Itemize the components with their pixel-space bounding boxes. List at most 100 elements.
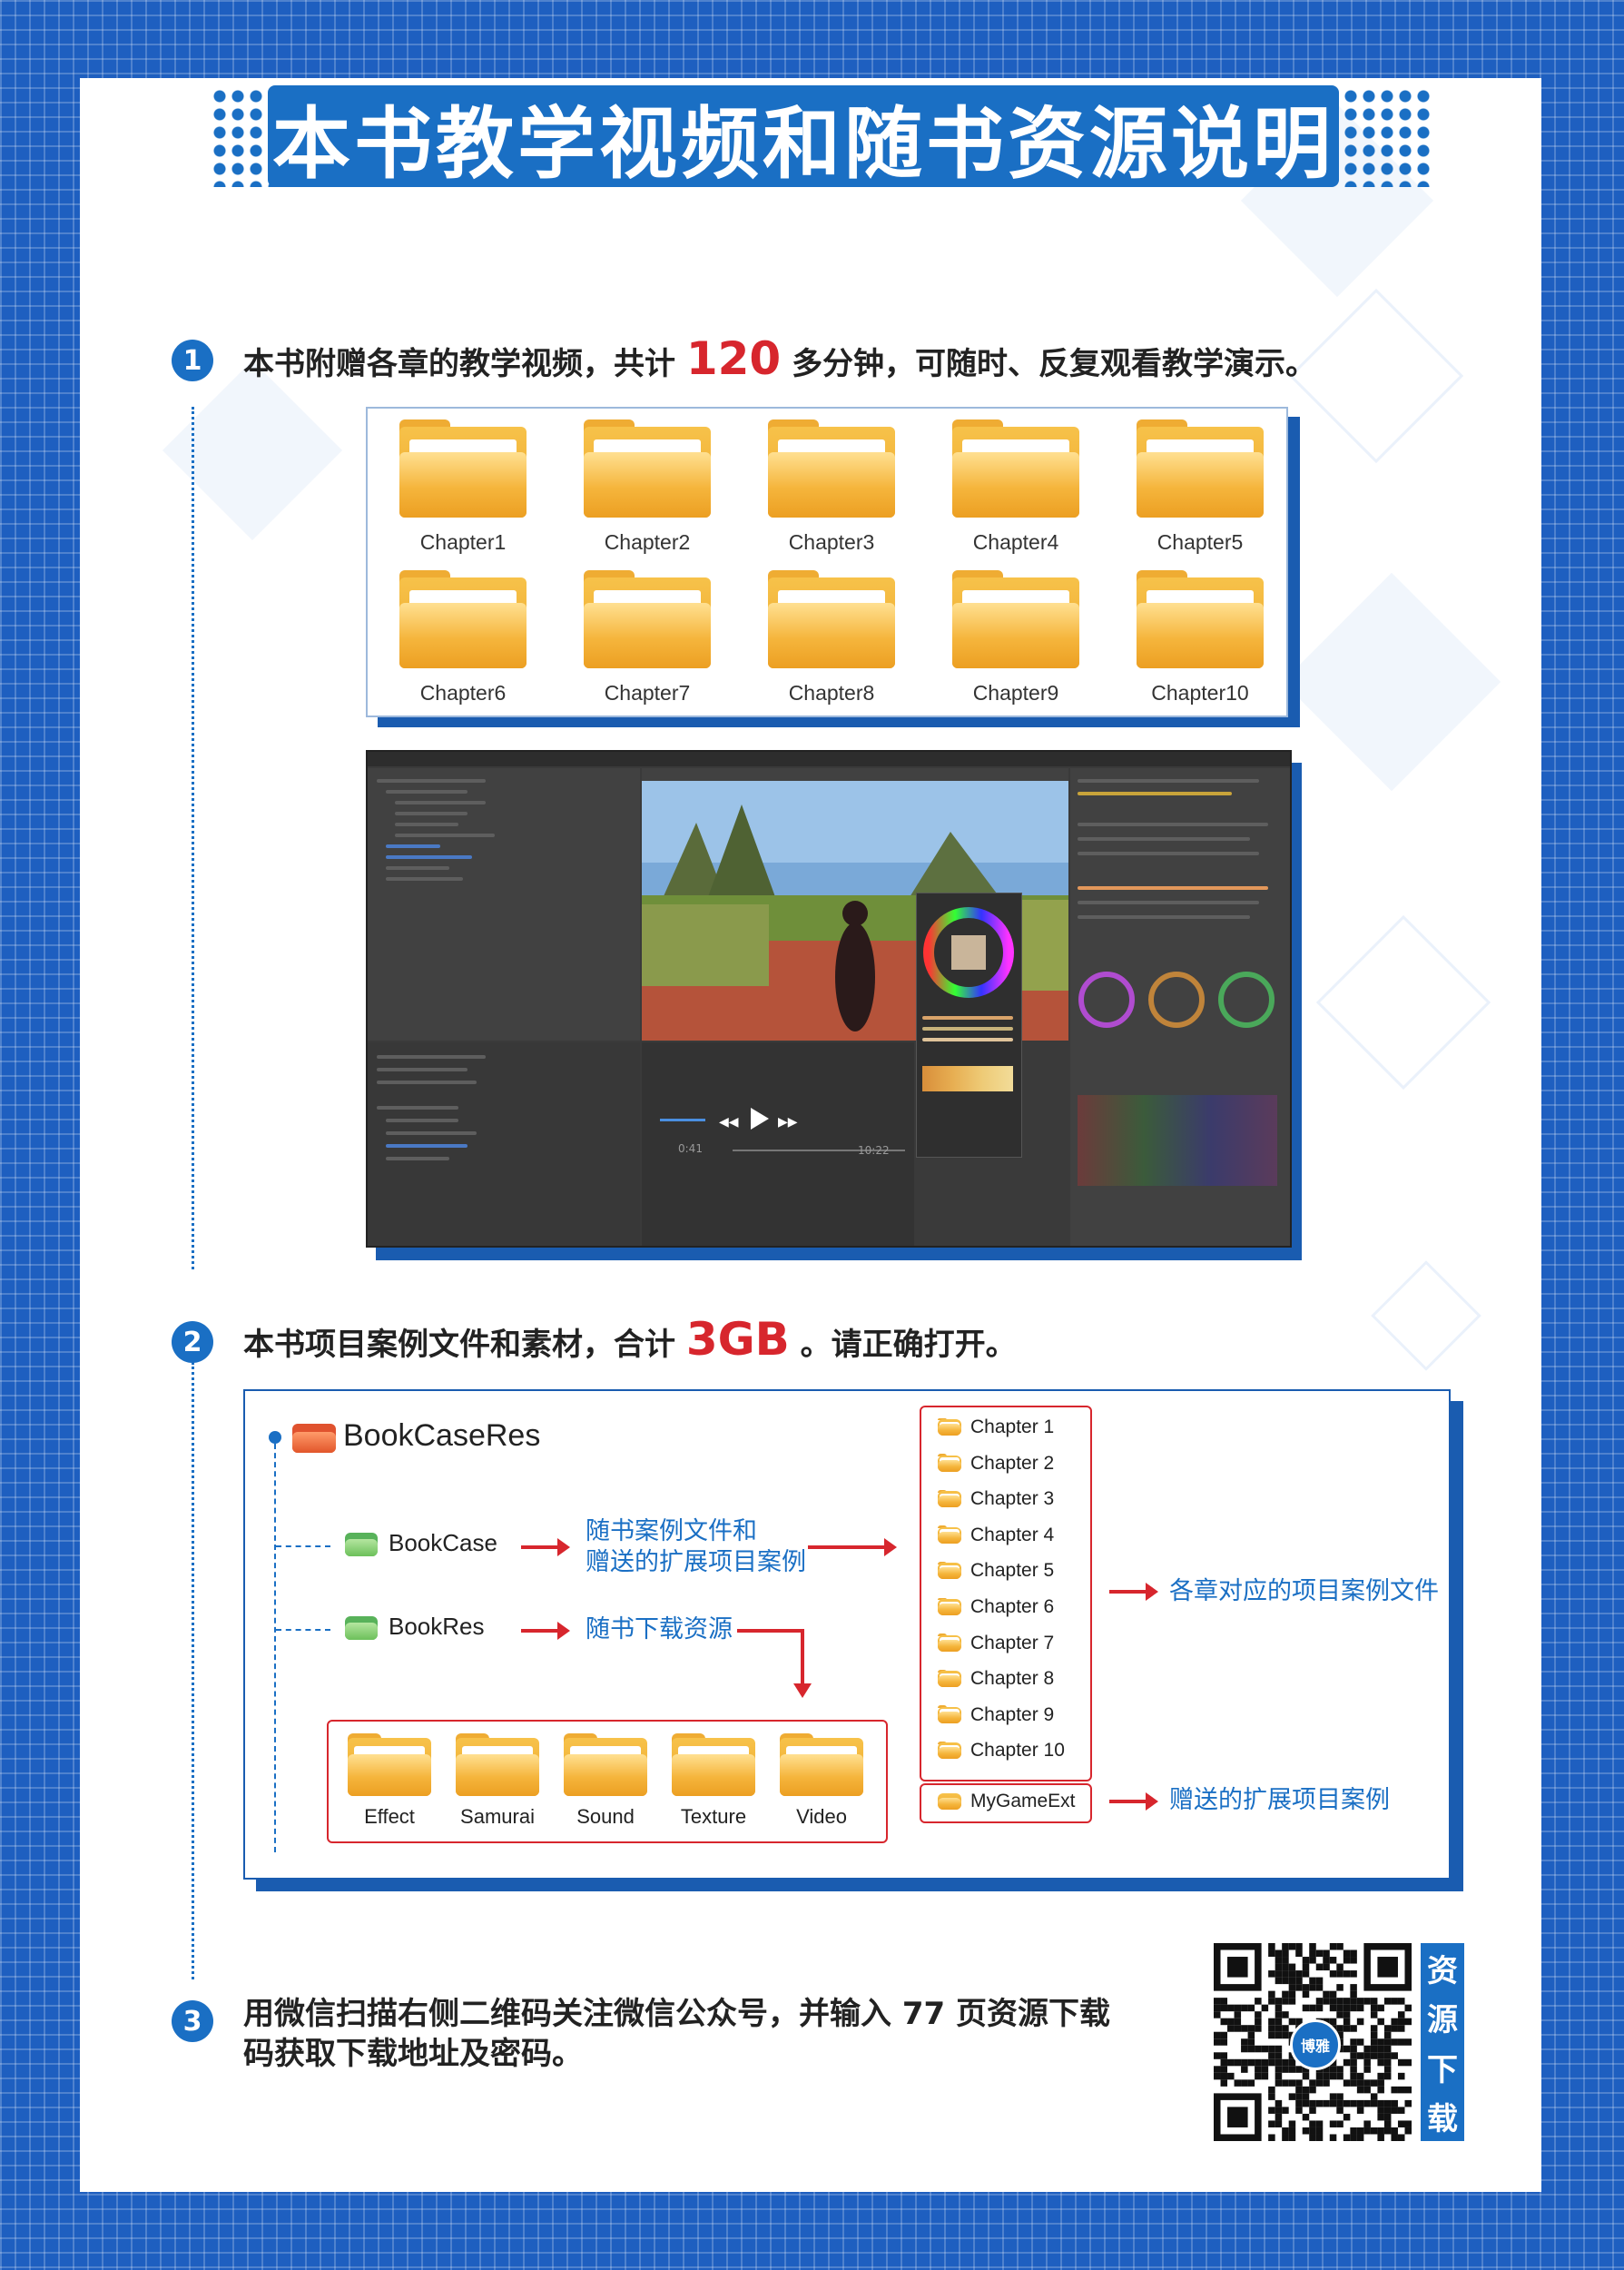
chapter-folder[interactable]: Chapter7: [570, 570, 724, 706]
folder-icon: [938, 1741, 961, 1760]
hierarchy-panel: [368, 768, 640, 1041]
chapter-folder[interactable]: Chapter8: [754, 570, 909, 706]
resource-folder[interactable]: Sound: [556, 1732, 655, 1829]
chapter-folder-label: Chapter10: [1151, 681, 1249, 705]
chapter-list-item[interactable]: Chapter 2: [938, 1453, 1054, 1475]
seek-bar[interactable]: [733, 1150, 905, 1151]
decor-diamond: [1371, 1260, 1481, 1371]
section-1-connector: [192, 407, 194, 1269]
section-2-highlight: 3GB: [685, 1313, 790, 1366]
time-current: 0:41: [678, 1142, 703, 1155]
chapter-folder[interactable]: Chapter9: [939, 570, 1093, 706]
folder-icon: [399, 570, 527, 668]
folder-icon: [952, 419, 1079, 518]
chapter-list-label: Chapter 1: [970, 1416, 1055, 1437]
section-3-line2: 码获取下载地址及密码。: [243, 2036, 583, 2072]
chapter-list-box: Chapter 1 Chapter 2 Chapter 3 Chapter 4 Chap…: [920, 1406, 1092, 1781]
play-icon[interactable]: [751, 1108, 769, 1130]
chapter-folder[interactable]: Chapter5: [1123, 419, 1277, 555]
bookres-folder-icon: [345, 1616, 378, 1640]
chapter-list-item[interactable]: Chapter 8: [938, 1668, 1054, 1690]
folder-icon: [938, 1561, 961, 1580]
chapter-folder[interactable]: Chapter3: [754, 419, 909, 555]
folder-icon: [780, 1732, 863, 1796]
chapter-folder-label: Chapter8: [788, 681, 875, 705]
tree-branch-bookcase: [276, 1545, 330, 1547]
folder-icon: [938, 1525, 961, 1544]
resource-folder-label: Sound: [576, 1805, 635, 1828]
folder-icon: [1137, 570, 1264, 668]
folder-icon: [938, 1417, 961, 1436]
volume-slider[interactable]: [660, 1119, 705, 1121]
chapter-folder[interactable]: Chapter1: [386, 419, 540, 555]
page-title: 本书教学视频和随书资源说明: [268, 85, 1339, 190]
chapter-list-label: Chapter 3: [970, 1488, 1055, 1510]
folder-icon: [672, 1732, 755, 1796]
bookcase-to-chapters-arrow: [808, 1538, 897, 1556]
folder-icon: [584, 570, 711, 668]
forward-icon[interactable]: ▶▶: [778, 1115, 798, 1130]
chapter-folder-label: Chapter2: [604, 530, 691, 554]
chapter-folder[interactable]: Chapter6: [386, 570, 540, 706]
chapter-list-item[interactable]: Chapter 6: [938, 1596, 1054, 1618]
chapter-list-label: Chapter 7: [970, 1632, 1055, 1653]
chapter-list-label: Chapter 4: [970, 1524, 1055, 1545]
folder-icon: [768, 570, 895, 668]
bookcase-note-line1: 随书案例文件和: [586, 1517, 757, 1545]
chapter-folder-label: Chapter1: [419, 530, 507, 554]
bookres-down-arrow-h: [737, 1629, 804, 1633]
bookres-label: BookRes: [389, 1613, 485, 1640]
mygameext-label: MyGameExt: [970, 1791, 1076, 1811]
tree-root-dot: [269, 1431, 281, 1444]
section-1-text: 本书附赠各章的教学视频，共计 120 多分钟，可随时、反复观看教学演示。: [243, 332, 1316, 385]
folder-icon: [938, 1633, 961, 1652]
chapter-list-item[interactable]: Chapter 1: [938, 1416, 1054, 1438]
bookcase-label: BookCase: [389, 1529, 497, 1556]
qr-code[interactable]: 博雅: [1214, 1943, 1412, 2141]
folder-icon: [938, 1793, 961, 1810]
chapter-folder[interactable]: Chapter2: [570, 419, 724, 555]
qr-side-char: 下: [1427, 2051, 1458, 2088]
chapter-list-label: Chapter 8: [970, 1668, 1055, 1690]
section-2-text-before: 本书项目案例文件和素材，合计: [243, 1327, 675, 1363]
section-1-highlight: 120: [685, 332, 782, 385]
chapter-list-item[interactable]: Chapter 7: [938, 1633, 1054, 1654]
inspector-panel: [1070, 768, 1290, 1246]
folder-icon: [584, 419, 711, 518]
folder-icon: [938, 1597, 961, 1615]
qr-side-char: 资: [1427, 1952, 1458, 1989]
bookcase-arrow: [521, 1538, 570, 1556]
chapter-list-item[interactable]: Chapter 10: [938, 1740, 1065, 1762]
chapter-list-label: Chapter 9: [970, 1703, 1055, 1725]
section-3-text: 用微信扫描右侧二维码关注微信公众号，并输入 77 页资源下载 码获取下载地址及密…: [243, 1994, 1110, 2074]
section-2-text-after: 。请正确打开。: [800, 1327, 1017, 1363]
resource-folder[interactable]: Texture: [664, 1732, 763, 1829]
bookres-down-arrow-v: [801, 1629, 804, 1685]
folder-icon: [1137, 419, 1264, 518]
ext-arrow: [1109, 1792, 1158, 1811]
resource-folder[interactable]: Effect: [340, 1732, 439, 1829]
chapter-list-item[interactable]: Chapter 5: [938, 1560, 1054, 1582]
editor-screenshot: ◀◀ ▶▶ 0:41 10:22: [366, 750, 1292, 1248]
chapter-list-item[interactable]: Chapter 4: [938, 1525, 1054, 1546]
resource-folder[interactable]: Video: [772, 1732, 871, 1829]
resource-folder[interactable]: Samurai: [448, 1732, 547, 1829]
chapter-folder[interactable]: Chapter10: [1123, 570, 1277, 706]
decor-diamond: [162, 360, 342, 540]
folder-icon: [938, 1489, 961, 1508]
bookres-note: 随书下载资源: [586, 1615, 733, 1643]
qr-side-label: 资源下载: [1421, 1943, 1464, 2141]
chapter-list-item[interactable]: Chapter 3: [938, 1488, 1054, 1510]
resource-diagram: BookCaseRes BookCase 随书案例文件和 赠送的扩展项目案例 B…: [243, 1389, 1451, 1880]
mygameext-row: MyGameExt: [938, 1791, 1076, 1812]
folder-icon: [952, 570, 1079, 668]
chapter-folder[interactable]: Chapter4: [939, 419, 1093, 555]
video-player-area: ◀◀ ▶▶ 0:41: [642, 1042, 914, 1246]
chapter-list-item[interactable]: Chapter 9: [938, 1704, 1054, 1726]
section-1-text-before: 本书附赠各章的教学视频，共计: [243, 346, 675, 382]
chapter-folder-label: Chapter9: [972, 681, 1059, 705]
chapter-list-label: Chapter 5: [970, 1560, 1055, 1582]
resource-folder-label: Video: [796, 1805, 847, 1828]
rewind-icon[interactable]: ◀◀: [719, 1115, 739, 1130]
